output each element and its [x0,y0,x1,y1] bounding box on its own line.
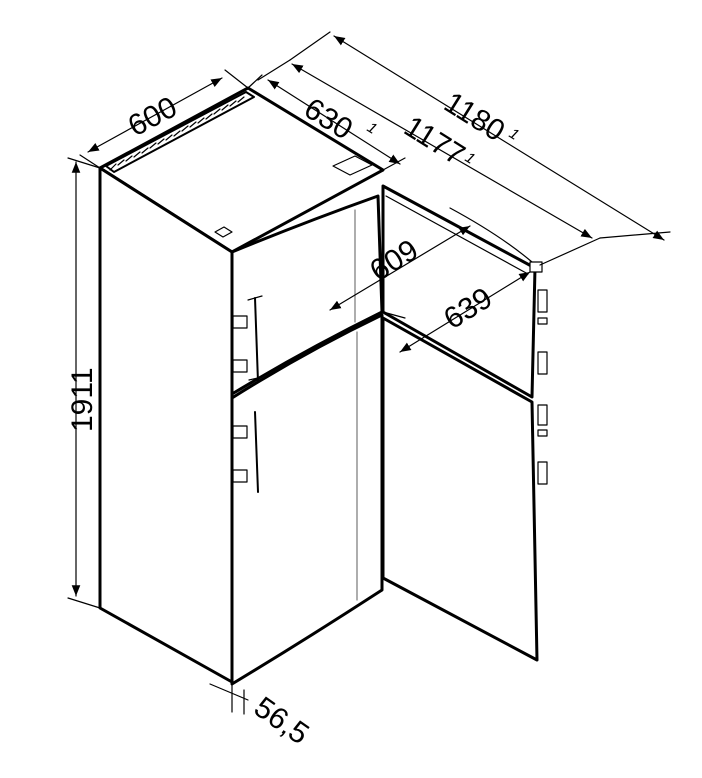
dim-height-label: 1911 [66,367,99,432]
dim-depth-note: 1 [364,119,380,138]
dimension-lines [67,31,671,715]
fridge-side-face [98,166,234,684]
fridge-front-lower-door [230,313,384,686]
dim-door-offset-label: 56,5 [248,691,315,752]
dim-depth-total-note: 1 [506,125,522,144]
open-door-hinges [529,261,548,485]
door-handles [232,295,263,493]
